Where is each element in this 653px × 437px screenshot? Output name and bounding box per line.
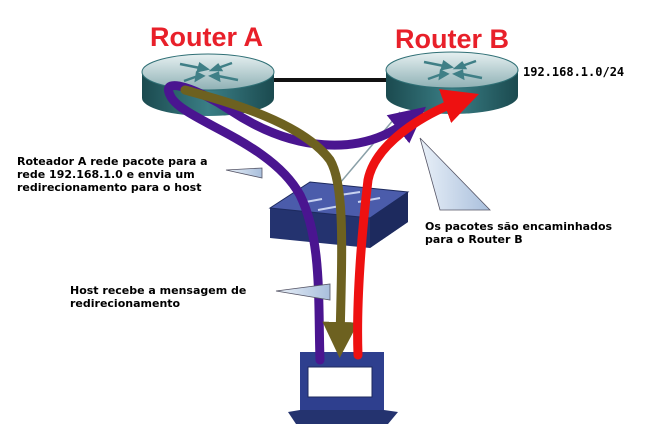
callout-forwarded: Os pacotes são encaminhados para o Route…	[425, 220, 612, 246]
path-olive-redirect-to-host	[180, 85, 359, 358]
host-computer-icon	[288, 352, 398, 424]
callout-line: para o Router B	[425, 233, 523, 246]
callout-line: redirecionamento para o host	[17, 181, 202, 194]
router-b-icon	[385, 51, 519, 114]
router-a-icon	[141, 53, 275, 116]
callout-line: Host recebe a mensagem de	[70, 284, 247, 297]
callout-pointer-host	[275, 283, 331, 301]
path-red-host-to-router-b	[353, 89, 479, 360]
router-b-network-label: 192.168.1.0/24	[523, 65, 625, 79]
router-a-title: Router A	[150, 22, 263, 52]
callout-line: redirecionamento	[70, 297, 181, 310]
callout-line: Roteador A rede pacote para a	[17, 155, 208, 168]
callout-line: rede 192.168.1.0 e envia um	[17, 168, 195, 181]
callout-pointer-forwarded	[419, 137, 491, 211]
callout-line: Os pacotes são encaminhados	[425, 220, 613, 233]
router-b-title: Router B	[395, 24, 509, 54]
callout-router-a-redirect: Roteador A rede pacote para a rede 192.1…	[17, 155, 208, 194]
callout-host-receives: Host recebe a mensagem de redirecionamen…	[70, 284, 246, 310]
path-purple-host-to-router-b	[164, 81, 427, 365]
callout-pointer-router-a	[225, 167, 263, 179]
